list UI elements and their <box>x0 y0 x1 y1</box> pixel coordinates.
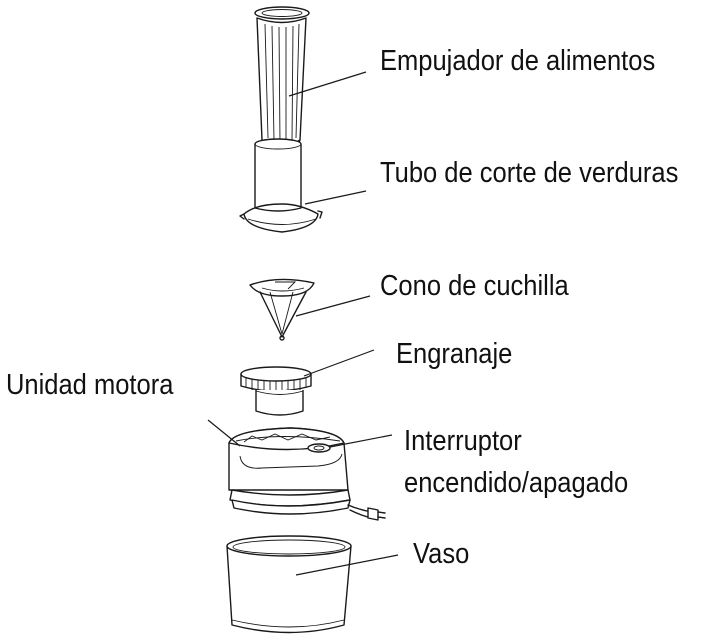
leader-cutting-tube <box>304 190 367 205</box>
label-gear: Engranaje <box>396 338 513 370</box>
leader-gear <box>303 349 375 377</box>
label-bowl: Vaso <box>413 538 470 570</box>
label-switch-line1: Interruptor <box>404 425 522 457</box>
leader-motor-unit <box>207 419 241 447</box>
label-motor-unit: Unidad motora <box>6 369 174 401</box>
leader-switch <box>329 434 393 448</box>
label-food-pusher: Empujador de alimentos <box>380 45 656 77</box>
food-pusher-part <box>254 6 310 169</box>
leader-blade-cone <box>295 295 371 317</box>
label-blade-cone: Cono de cuchilla <box>380 270 569 302</box>
gear-part <box>240 366 312 416</box>
motor-unit-part <box>228 427 386 521</box>
blade-cone-part <box>249 278 315 341</box>
label-cutting-tube: Tubo de corte de verduras <box>380 157 679 189</box>
label-switch-line2: encendido/apagado <box>404 467 629 499</box>
cutting-tube-part <box>239 138 323 233</box>
leader-food-pusher <box>288 71 367 97</box>
bowl-part <box>226 535 352 634</box>
leader-bowl <box>295 554 399 576</box>
